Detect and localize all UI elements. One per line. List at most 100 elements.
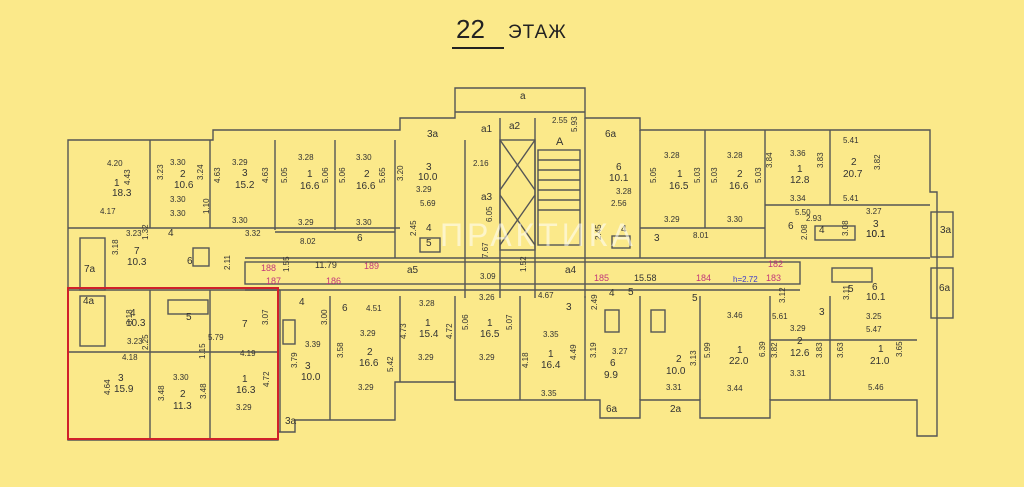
- room-label: 5: [848, 284, 854, 295]
- room-label: 3: [654, 233, 660, 244]
- room-label: 4.72: [445, 323, 454, 339]
- room-label: 10.0: [301, 372, 321, 383]
- section-marker: 183: [766, 273, 781, 283]
- room-label: 16.5: [480, 329, 500, 340]
- room-label: 5: [186, 312, 192, 323]
- room-label: 5.05: [280, 167, 289, 183]
- room-label: 3.30: [170, 209, 186, 218]
- room-label: 1: [548, 349, 554, 360]
- room-label: 10.1: [866, 229, 886, 240]
- room-label: 4.49: [569, 344, 578, 360]
- room-label: 10.1: [609, 173, 629, 184]
- room-label: 1.32: [141, 224, 150, 240]
- room-label: 3.28: [727, 151, 743, 160]
- room-label: 2: [364, 169, 370, 180]
- section-marker: 186: [326, 276, 341, 286]
- room-label: 4.67: [538, 291, 554, 300]
- room-label: 2.11: [223, 254, 232, 270]
- room-label: 3: [566, 302, 572, 313]
- watermark-text: ПРАКТИКА: [440, 217, 637, 253]
- room-label: 2: [180, 169, 186, 180]
- room-label: 5.79: [208, 333, 224, 342]
- room-label: 16.6: [300, 181, 320, 192]
- room-label: 3.26: [479, 293, 495, 302]
- room-label: 2: [367, 347, 373, 358]
- room-label: 3.29: [416, 185, 432, 194]
- room-label: 1: [307, 169, 313, 180]
- space-label: 7а: [84, 264, 96, 275]
- room-label: 5.47: [866, 325, 882, 334]
- room-label: 3: [242, 168, 248, 179]
- room-label: 5.03: [754, 167, 763, 183]
- room-label: 4: [168, 228, 174, 239]
- room-label: 3.31: [790, 369, 806, 378]
- room-label: 1.55: [282, 256, 291, 272]
- room-label: 3.23: [126, 229, 142, 238]
- space-label: 3а: [285, 416, 297, 427]
- room-label: 3.13: [689, 350, 698, 366]
- space-label: 3а: [940, 225, 952, 236]
- room-label: 4.63: [261, 167, 270, 183]
- room-label: 5.42: [386, 356, 395, 372]
- room-label: 5.03: [693, 167, 702, 183]
- room-label: 2.56: [611, 199, 627, 208]
- room-label: 5.03: [710, 167, 719, 183]
- room-label: 3.29: [358, 383, 374, 392]
- section-marker: 189: [364, 261, 379, 271]
- room-label: 6: [610, 358, 616, 369]
- room-label: 4.73: [399, 323, 408, 339]
- section-marker: 182: [768, 259, 783, 269]
- room-label: 6.05: [485, 206, 494, 222]
- room-label: 2.16: [473, 159, 489, 168]
- room-label: 3.35: [541, 389, 557, 398]
- room-label: 8.01: [693, 231, 709, 240]
- room-label: 3.23: [127, 337, 143, 346]
- room-label: 3.35: [543, 330, 559, 339]
- room-label: 3.39: [305, 340, 321, 349]
- room-label: 6: [187, 256, 193, 267]
- room-label: 4.51: [366, 304, 382, 313]
- room-label: 3.82: [770, 342, 779, 358]
- room-label: 2.45: [409, 220, 418, 236]
- section-marker: 188: [261, 263, 276, 273]
- room-label: 4.19: [240, 349, 256, 358]
- room-label: 3.48: [157, 385, 166, 401]
- room-label: 1.15: [198, 343, 207, 359]
- room-label: 4.43: [123, 169, 132, 185]
- room-label: 4.17: [100, 207, 116, 216]
- room-label: 18.3: [112, 188, 132, 199]
- section-marker: 185: [594, 273, 609, 283]
- room-label: 2.25: [141, 334, 150, 350]
- space-label: а2: [509, 121, 521, 132]
- room-label: 6.39: [758, 341, 767, 357]
- space-label: 6а: [605, 129, 617, 140]
- space-label: а5: [407, 265, 419, 276]
- room-label: 3.28: [616, 187, 632, 196]
- room-label: 7: [242, 319, 248, 330]
- room-label: 1.10: [202, 198, 211, 214]
- room-label: 3.25: [866, 312, 882, 321]
- room-label: 3.82: [873, 154, 882, 170]
- room-label: 3.83: [815, 342, 824, 358]
- space-label: 4а: [83, 296, 95, 307]
- space-label: а4: [565, 265, 577, 276]
- section-marker: 184: [696, 273, 711, 283]
- room-label: 3.83: [816, 152, 825, 168]
- floor-word: ЭТАЖ: [508, 22, 567, 43]
- room-label: 16.3: [236, 385, 256, 396]
- room-label: 15.4: [419, 329, 439, 340]
- room-label: 12.8: [790, 175, 810, 186]
- room-label: 3.08: [841, 220, 850, 236]
- room-label: 3.28: [664, 151, 680, 160]
- room-label: 6: [872, 282, 878, 293]
- room-label: 10.0: [418, 172, 438, 183]
- room-label: 6: [342, 303, 348, 314]
- room-label: 3.44: [727, 384, 743, 393]
- room-label: 1.52: [519, 256, 528, 272]
- room-label: 4.18: [122, 353, 138, 362]
- room-label: 2: [851, 157, 857, 168]
- room-label: 3.20: [396, 165, 405, 181]
